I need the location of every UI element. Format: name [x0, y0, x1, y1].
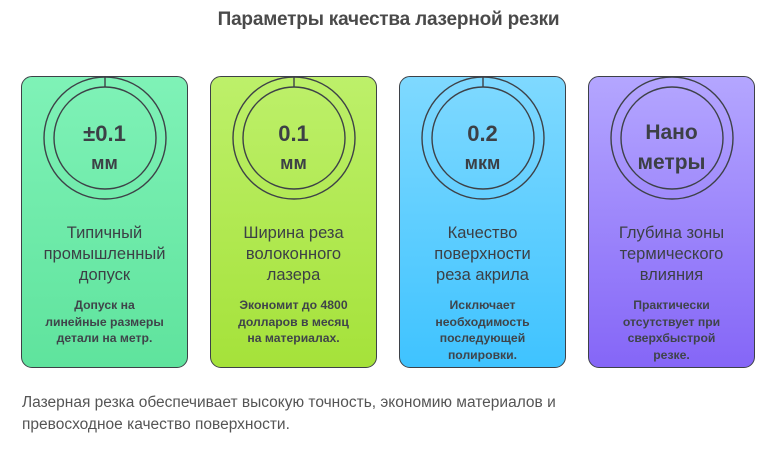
description-line: сверхбыстрой [627, 331, 716, 345]
description-line: долларов в месяц [238, 314, 349, 329]
metric-heading: Качество поверхности реза акрила [406, 223, 559, 286]
metric-card-kerf-width: 0.1 мм Ширина реза волоконного лазера Эк… [210, 76, 377, 368]
description-line: полировки. [447, 347, 518, 362]
description-line: Экономит до 4800 [239, 298, 348, 312]
metric-description: Экономит до 4800 долларов в месяц на мат… [219, 297, 368, 347]
description-line: необходимость [435, 314, 530, 329]
metric-heading: Типичный промышленный допуск [28, 223, 181, 286]
heading-line: поверхности [434, 245, 531, 263]
metric-value: ±0.1 [83, 121, 126, 146]
description-line: на материалах. [247, 331, 340, 345]
metric-value: 0.2 [467, 121, 498, 146]
metric-card-tolerance: ±0.1 мм Типичный промышленный допуск Доп… [21, 76, 188, 368]
description-line: Допуск на [74, 298, 135, 312]
summary-line: Лазерная резка обеспечивает высокую точн… [22, 394, 556, 411]
metric-unit: метры [637, 151, 706, 174]
heading-line: влияния [639, 266, 704, 284]
page-title: Параметры качества лазерной резки [217, 9, 560, 30]
metric-value: 0.1 [278, 121, 309, 146]
metric-description: Практически отсутствует при сверхбыстрой… [597, 297, 746, 363]
metric-card-surface-quality: 0.2 мкм Качество поверхности реза акрила… [399, 76, 566, 368]
gauge-ring-icon [609, 76, 734, 200]
description-line: резке. [653, 347, 690, 362]
description-line: отсутствует при [622, 314, 721, 329]
gauge-ring-icon [42, 76, 167, 200]
metric-card-heat-affected-zone: Нано метры Глубина зоны термического вли… [588, 76, 755, 368]
heading-line: реза акрила [436, 266, 529, 284]
metric-unit: мкм [464, 153, 501, 173]
heading-line: Ширина реза [243, 224, 344, 242]
description-line: линейные размеры [45, 314, 164, 329]
summary-text: Лазерная резка обеспечивает высокую точн… [22, 392, 762, 436]
heading-line: Качество [447, 224, 518, 242]
metric-heading: Глубина зоны термического влияния [595, 223, 748, 286]
metric-heading: Ширина реза волоконного лазера [217, 223, 370, 286]
metric-description: Исключает необходимость последующей поли… [408, 297, 557, 363]
summary-line: превосходное качество поверхности. [22, 416, 290, 433]
description-line: последующей [439, 331, 526, 345]
heading-line: термического [619, 245, 724, 263]
metric-description: Допуск на линейные размеры детали на мет… [30, 297, 179, 347]
heading-line: Типичный [66, 224, 143, 242]
heading-line: волоконного [245, 245, 342, 263]
gauge-ring-icon [420, 76, 545, 200]
metric-unit: мм [280, 153, 307, 173]
heading-line: промышленный [43, 245, 166, 263]
metric-unit: мм [91, 153, 118, 173]
heading-line: лазера [266, 266, 321, 284]
heading-line: Глубина зоны [618, 224, 725, 242]
heading-line: допуск [78, 266, 131, 284]
gauge-ring-icon [231, 76, 356, 200]
description-line: Исключает [449, 298, 516, 312]
description-line: Практически [633, 298, 710, 312]
description-line: детали на метр. [56, 331, 153, 345]
metric-value: Нано [645, 121, 698, 144]
